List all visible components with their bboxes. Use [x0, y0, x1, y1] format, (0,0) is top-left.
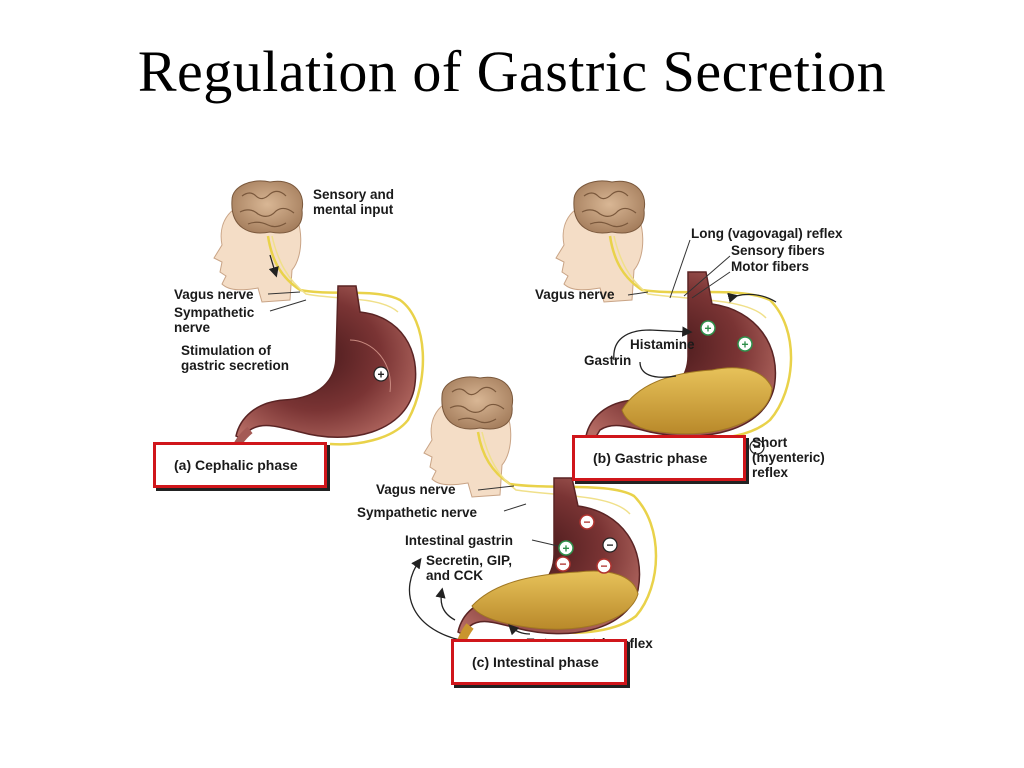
- stomach-a: [235, 285, 417, 441]
- label-short-reflex: Short (myenteric) reflex: [752, 435, 825, 480]
- label-motor-fibers: Motor fibers: [731, 259, 810, 274]
- label-secretin-gip-cck: Secretin, GIP, and CCK: [426, 553, 513, 583]
- label-sympathetic-nerve-a: Sympathetic nerve: [174, 305, 255, 335]
- slide-title: Regulation of Gastric Secretion: [137, 39, 887, 104]
- label-vagus-nerve-b: Vagus nerve: [535, 287, 615, 302]
- vagus-nerve-line-a: [266, 235, 425, 446]
- svg-text:−: −: [606, 538, 613, 552]
- label-sensory-fibers: Sensory fibers: [731, 243, 825, 258]
- label-stimulation-a: Stimulation of gastric secretion: [181, 343, 290, 373]
- chyme-b: [621, 367, 773, 435]
- panel-intestinal: − + − − −: [408, 376, 658, 648]
- phase-box-intestinal: (c) Intestinal phase: [451, 639, 627, 685]
- vagus-nerve-line-c: [476, 431, 658, 634]
- brain: [231, 180, 304, 234]
- svg-text:−: −: [583, 515, 590, 529]
- svg-text:+: +: [704, 322, 711, 336]
- svg-text:−: −: [559, 557, 566, 571]
- label-histamine: Histamine: [630, 337, 695, 352]
- svg-text:+: +: [741, 338, 748, 352]
- label-sensory-input: Sensory and mental input: [313, 187, 395, 217]
- label-long-reflex: Long (vagovagal) reflex: [691, 226, 843, 241]
- svg-text:+: +: [562, 542, 569, 556]
- brain: [441, 376, 514, 430]
- svg-text:−: −: [753, 440, 760, 454]
- label-gastrin: Gastrin: [584, 353, 632, 368]
- panel-cephalic: +: [213, 180, 425, 457]
- phase-box-gastric: (b) Gastric phase: [572, 435, 746, 481]
- brain: [573, 180, 646, 234]
- svg-text:+: +: [377, 368, 384, 382]
- label-vagus-nerve-a: Vagus nerve: [174, 287, 254, 302]
- label-sympathetic-nerve-c: Sympathetic nerve: [357, 505, 478, 520]
- label-intestinal-gastrin: Intestinal gastrin: [405, 533, 514, 548]
- svg-text:−: −: [600, 559, 607, 573]
- phase-box-cephalic: (a) Cephalic phase: [153, 442, 327, 488]
- vagus-nerve-line-b: [608, 235, 793, 440]
- panel-gastric: + + −: [555, 180, 793, 455]
- label-vagus-nerve-c: Vagus nerve: [376, 482, 456, 497]
